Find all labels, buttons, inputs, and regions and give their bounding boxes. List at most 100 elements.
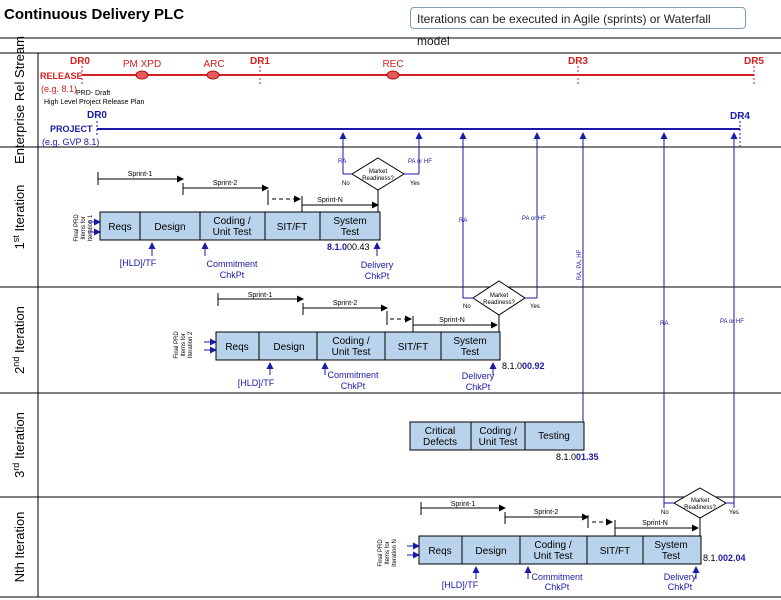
iterN-sprint-2: Sprint-2 — [534, 509, 559, 516]
milestone-rec: REC — [382, 59, 403, 70]
iterN-no-label: No — [661, 510, 669, 516]
iter2-pahf-label: PA or HF — [522, 216, 546, 222]
row-label-iter2: 2nd Iteration — [11, 306, 27, 374]
iter2-ra-pa-hf-label: RA, PA, HF — [577, 249, 583, 280]
milestone-dr0: DR0 — [70, 56, 90, 67]
iter2-sprints — [217, 293, 498, 332]
iter3-phase-testing: Testing — [538, 431, 570, 442]
iter1-phase-reqs: Reqs — [108, 222, 131, 233]
iter1-version: 8.1.000.43 — [327, 242, 370, 252]
iter1-no-label: No — [342, 181, 350, 187]
milestone-pmxpd-marker — [135, 70, 149, 80]
row-label-iterN: Nth Iteration — [12, 512, 27, 583]
iter1-phase-bar — [99, 211, 381, 241]
ordinal-suffix: nd — [11, 357, 21, 367]
iter2-phase-design: Design — [273, 342, 304, 353]
milestone-rec-marker — [386, 70, 400, 80]
row-label-stream: Enterprise Rel Stream — [12, 36, 27, 164]
milestone-pmxpd: PM XPD — [123, 59, 161, 70]
row-frames — [0, 37, 781, 598]
milestone-dr1: DR1 — [250, 56, 270, 67]
iterN-yes-label: Yes — [729, 510, 739, 516]
iter2-sprint-2: Sprint-2 — [333, 300, 358, 307]
release-example: (e.g. 8.1) — [41, 84, 77, 94]
iter2-phase-coding: Coding /Unit Test — [332, 336, 371, 358]
iter2-hld-tf: [HLD]/TF — [238, 378, 275, 388]
iter1-sprints — [97, 172, 379, 212]
iter1-pahf-label: PA or HF — [408, 159, 432, 165]
iter2-yes-label: Yes — [530, 304, 540, 310]
iter2-version: 8.1.000.92 — [502, 361, 545, 371]
iterN-sprint-n: Sprint-N — [642, 520, 668, 527]
note-box: Iterations can be executed in Agile (spr… — [410, 7, 746, 48]
project-timeline: DR0 DR4 PROJECT (e.g. GVP 8.1) — [42, 110, 750, 147]
iterN-hld-tf: [HLD]/TF — [442, 580, 479, 590]
iterN-phase-coding: Coding /Unit Test — [534, 540, 573, 562]
iter1-sprint-1: Sprint-1 — [128, 171, 153, 178]
iter2-ra-label: RA — [459, 218, 467, 224]
iter3-pahf-label: PA or HF — [720, 319, 744, 325]
project-label: PROJECT — [50, 124, 93, 134]
project-start-dr0: DR0 — [87, 110, 107, 121]
iter1-yes-label: Yes — [410, 181, 420, 187]
iter2-side-label: Final PRDItems forIteration 2 — [174, 331, 194, 359]
iter2-sprint-1: Sprint-1 — [248, 292, 273, 299]
release-plan-note: High Level Project Release Plan — [44, 99, 144, 106]
iter2-sprint-n: Sprint-N — [439, 317, 465, 324]
iter1-phase-coding: Coding /Unit Test — [213, 216, 252, 238]
iter2-phase-sitft: SIT/FT — [398, 342, 429, 353]
row-label-iter1: 1st Iteration — [11, 185, 27, 250]
iter1-sprint-2: Sprint-2 — [213, 180, 238, 187]
milestone-arc-marker — [206, 70, 220, 80]
release-label: RELEASE — [40, 71, 83, 81]
iter1-phase-design: Design — [154, 222, 185, 233]
iter1-phase-sitft: SIT/FT — [277, 222, 308, 233]
iterN-side-label: Final PRDItems forIteration N — [378, 539, 398, 567]
release-timeline: DR0 PM XPD ARC DR1 REC DR3 DR5 RELEASE (… — [40, 56, 764, 106]
project-example: (e.g. GVP 8.1) — [42, 137, 99, 147]
iterN-phase-bar — [418, 535, 702, 565]
milestone-arc: ARC — [203, 59, 224, 70]
iterN-phase-reqs: Reqs — [428, 546, 451, 557]
iter3-phase-coding: Coding /Unit Test — [479, 426, 518, 448]
iter1-side-label: Final PRDItems forIteration 1 — [74, 214, 94, 242]
iter3-phase-bar — [409, 421, 585, 451]
iter1-hld-tf: [HLD]/TF — [120, 258, 157, 268]
iter2-phase-bar — [215, 331, 501, 361]
iter2-no-label: No — [463, 304, 471, 310]
iterN-sprints — [420, 502, 699, 536]
iter1-ra-label: RA — [338, 159, 346, 165]
milestone-dr3: DR3 — [568, 56, 588, 67]
release-prd-note: PRD- Draft — [76, 90, 110, 97]
iter2-phase-reqs: Reqs — [225, 342, 248, 353]
ordinal-suffix: st — [11, 235, 21, 243]
iterN-phase-sitft: SIT/FT — [600, 546, 631, 557]
iter1-sprint-n: Sprint-N — [317, 197, 343, 204]
iterN-sprint-1: Sprint-1 — [451, 501, 476, 508]
milestone-dr5: DR5 — [744, 56, 764, 67]
iterN-phase-design: Design — [475, 546, 506, 557]
iteration-n: Final PRDItems forIteration N Reqs Desig… — [378, 487, 746, 592]
iteration-1: Final PRDItems forIteration 1 Reqs Desig… — [74, 132, 432, 281]
project-end-dr4: DR4 — [730, 111, 750, 122]
page-title: Continuous Delivery PLC — [4, 6, 185, 23]
ordinal-suffix: rd — [11, 463, 21, 471]
iterN-version: 8.1.002.04 — [703, 553, 746, 563]
iter3-ra-label: RA — [660, 321, 668, 327]
iteration-2: Final PRDItems forIteration 2 Reqs Desig… — [174, 132, 546, 392]
iter3-version: 8.1.001.35 — [556, 452, 599, 462]
